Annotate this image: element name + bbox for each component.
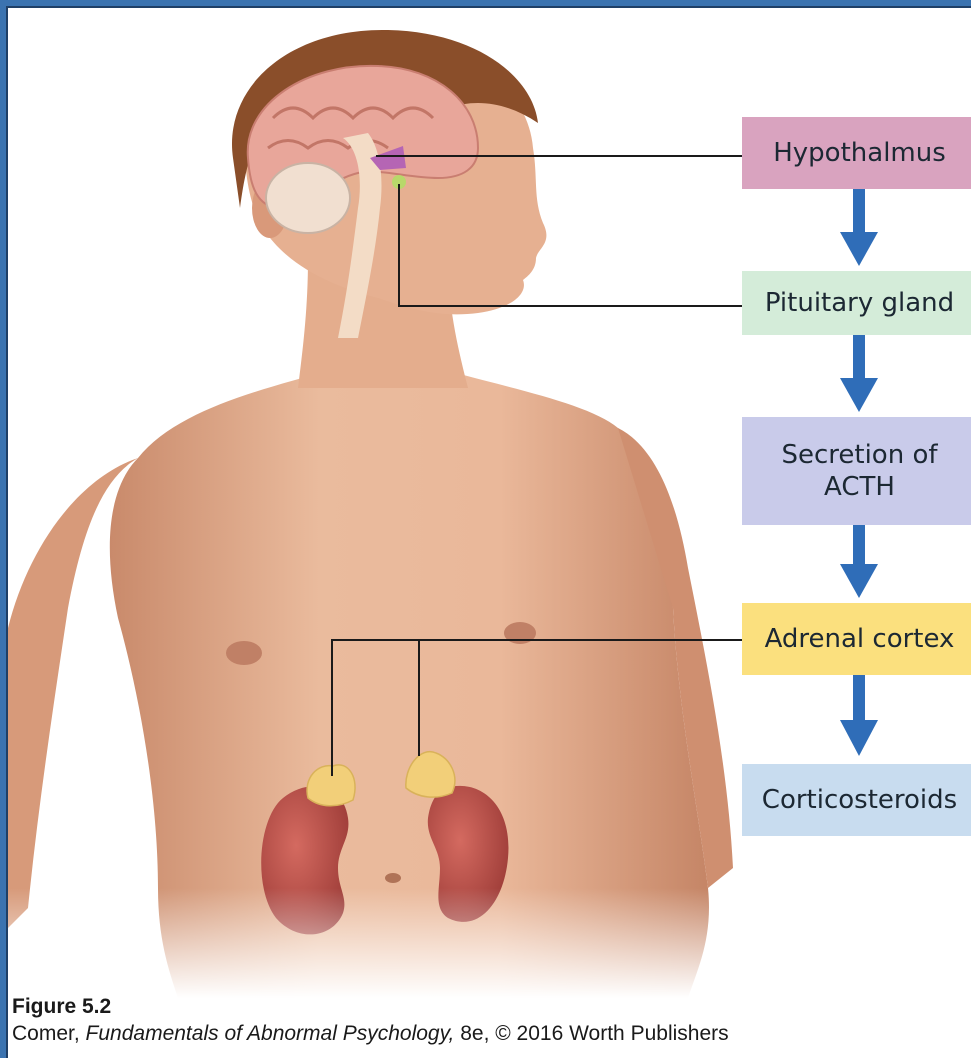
flow-step-hypothalamus: Hypothalmus bbox=[742, 117, 971, 189]
credit-publisher: 8e, © 2016 Worth Publishers bbox=[454, 1022, 728, 1045]
flow-step-corticosteroids: Corticosteroids bbox=[742, 764, 971, 836]
bottom-fade bbox=[8, 888, 971, 998]
left-nipple bbox=[226, 641, 262, 665]
flow-step-adrenal-cortex: Adrenal cortex bbox=[742, 603, 971, 675]
flow-arrow-3 bbox=[840, 525, 878, 598]
flow-arrow-2 bbox=[840, 335, 878, 412]
figure-label: Figure 5.2 bbox=[12, 994, 967, 1020]
flow-step-label: Pituitary gland bbox=[765, 287, 954, 319]
figure-caption: Figure 5.2 Comer, Fundamentals of Abnorm… bbox=[12, 994, 967, 1048]
flow-step-label-line1: Secretion of bbox=[781, 439, 937, 471]
flow-arrow-4 bbox=[840, 675, 878, 756]
flow-step-pituitary: Pituitary gland bbox=[742, 271, 971, 335]
figure-credit: Comer, Fundamentals of Abnormal Psycholo… bbox=[12, 1020, 967, 1048]
flow-step-label: Adrenal cortex bbox=[765, 623, 955, 655]
flow-step-label: Hypothalmus bbox=[773, 137, 946, 169]
figure-frame: Hypothalmus Pituitary gland Secretion of… bbox=[6, 6, 971, 1058]
cerebellum bbox=[266, 163, 350, 233]
flow-step-label-line2: ACTH bbox=[781, 471, 937, 503]
credit-author: Comer, bbox=[12, 1022, 86, 1045]
credit-book-title: Fundamentals of Abnormal Psychology, bbox=[86, 1022, 455, 1045]
navel bbox=[385, 873, 401, 883]
flow-step-label: Corticosteroids bbox=[762, 784, 957, 816]
flow-step-acth: Secretion of ACTH bbox=[742, 417, 971, 525]
flow-arrow-1 bbox=[840, 189, 878, 266]
